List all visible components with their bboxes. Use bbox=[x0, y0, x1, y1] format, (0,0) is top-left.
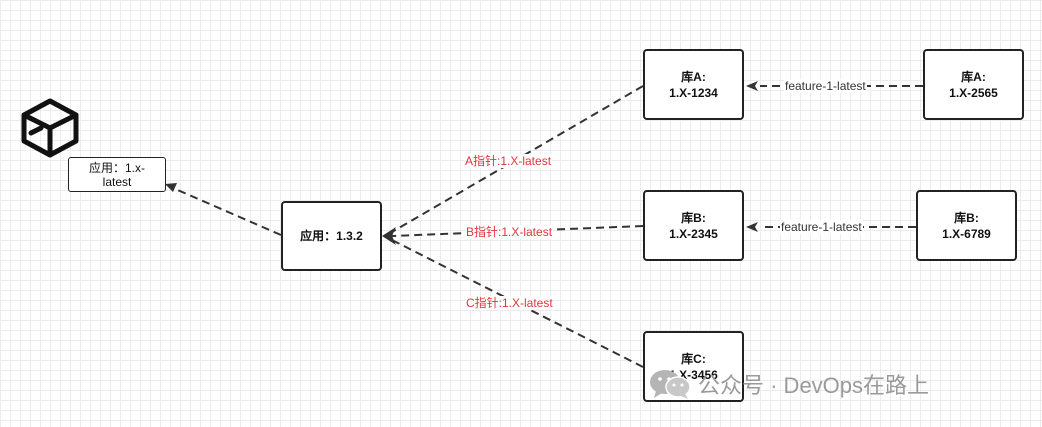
lib-a-name: 库A: bbox=[681, 69, 706, 84]
edge-label-c-pointer: C指针:1.X-latest bbox=[465, 296, 554, 310]
lib-a-node[interactable]: 库A: 1.X-1234 bbox=[643, 49, 744, 120]
feature-lib-b-node[interactable]: 库B: 1.X-6789 bbox=[916, 190, 1017, 261]
lib-c-node[interactable]: 库C: 1.X-3456 bbox=[643, 331, 744, 402]
arrowhead-app bbox=[165, 183, 177, 192]
app-version-node[interactable]: 应用：1.3.2 bbox=[281, 201, 382, 271]
feature-lib-b-version: 1.X-6789 bbox=[942, 226, 991, 241]
app-version-label: 应用：1.3.2 bbox=[300, 229, 363, 243]
app-latest-node[interactable]: 应用：1.x- latest bbox=[68, 157, 166, 192]
arrowhead-libb bbox=[746, 222, 758, 232]
feature-lib-a-version: 1.X-2565 bbox=[949, 85, 998, 100]
watermark-text: 公众号 · DevOps在路上 bbox=[698, 373, 930, 398]
feature-lib-a-node[interactable]: 库A: 1.X-2565 bbox=[923, 49, 1024, 120]
edge-label-feature-b: feature-1-latest bbox=[780, 220, 863, 234]
package-box-icon bbox=[21, 98, 79, 158]
edge-label-feature-a: feature-1-latest bbox=[784, 79, 867, 93]
arrowhead-liba bbox=[746, 81, 758, 91]
edge-label-b-pointer: B指针:1.X-latest bbox=[465, 225, 554, 239]
edge-libc-to-center bbox=[391, 239, 644, 368]
lib-c-name: 库C: bbox=[681, 351, 706, 366]
app-latest-line2: latest bbox=[102, 174, 132, 189]
lib-b-version: 1.X-2345 bbox=[669, 226, 718, 241]
edge-label-a-pointer: A指针:1.X-latest bbox=[464, 154, 553, 168]
feature-lib-b-name: 库B: bbox=[954, 210, 979, 225]
lib-b-name: 库B: bbox=[681, 210, 706, 225]
app-latest-line1: 应用：1.x- bbox=[88, 160, 145, 175]
watermark: 公众号 · DevOps在路上 bbox=[648, 368, 929, 400]
feature-lib-a-name: 库A: bbox=[961, 69, 986, 84]
wechat-icon bbox=[650, 370, 691, 399]
arrowhead-center bbox=[382, 227, 396, 245]
edge-libb-to-center bbox=[391, 225, 644, 237]
lib-b-node[interactable]: 库B: 1.X-2345 bbox=[643, 190, 744, 261]
edge-center-to-app bbox=[172, 187, 282, 236]
lib-a-version: 1.X-1234 bbox=[669, 85, 718, 100]
